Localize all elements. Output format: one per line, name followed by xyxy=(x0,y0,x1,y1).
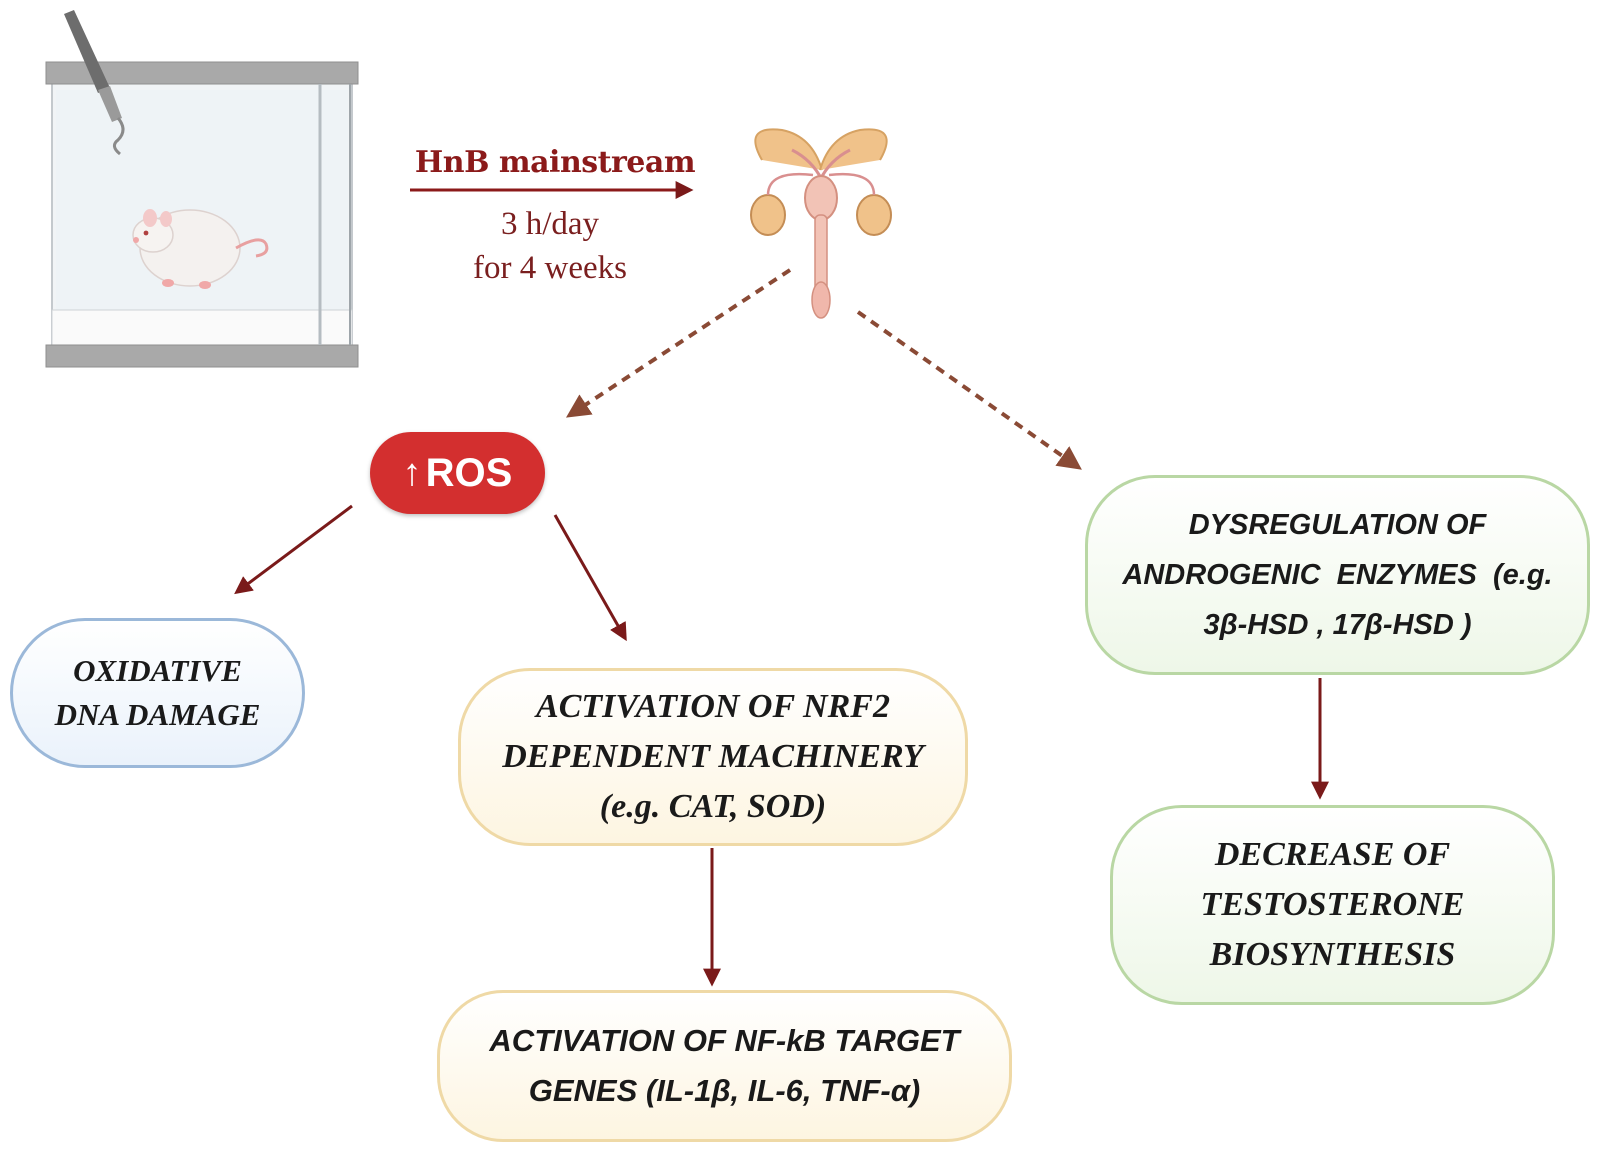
up-arrow-icon: ↑ xyxy=(402,451,422,494)
nfkb-activation-box: ACTIVATION OF NF-kB TARGET GENES (IL-1β,… xyxy=(437,990,1012,1142)
exposure-chamber-icon xyxy=(45,10,359,368)
andro-line-3: 3β-HSD , 17β-HSD ) xyxy=(1203,609,1472,641)
exposure-period: for 4 weeks xyxy=(473,250,627,286)
nrf2-activation-box: ACTIVATION OF NRF2 DEPENDENT MACHINERY (… xyxy=(458,668,968,846)
arrow-ros-to-dna xyxy=(234,504,353,595)
nfkb-line-1: ACTIVATION OF NF-kB TARGET xyxy=(489,1023,960,1058)
rat-icon xyxy=(132,209,269,289)
dashed-arrow-to-androgenic xyxy=(856,310,1082,470)
andro-line-2: ANDROGENIC ENZYMES (e.g. xyxy=(1122,559,1553,591)
testosterone-decrease-box: DECREASE OF TESTOSTERONE BIOSYNTHESIS xyxy=(1110,805,1555,1005)
nrf2-line-3: (e.g. CAT, SOD) xyxy=(599,788,827,825)
androgenic-enzymes-box: DYSREGULATION OF ANDROGENIC ENZYMES (e.g… xyxy=(1085,475,1590,675)
nfkb-line-2: GENES (IL-1β, IL-6, TNF-α) xyxy=(528,1073,921,1108)
testo-line-2: TESTOSTERONE xyxy=(1200,886,1465,923)
oxidative-dna-damage-box: OXIDATIVE DNA DAMAGE xyxy=(10,618,305,768)
ros-label: ROS xyxy=(425,450,513,495)
arrow-ros-to-nrf2 xyxy=(553,514,627,642)
andro-line-1: DYSREGULATION OF xyxy=(1188,509,1487,541)
nrf2-line-1: ACTIVATION OF NRF2 xyxy=(536,688,890,725)
dashed-arrow-to-ros xyxy=(565,268,792,418)
male-reproductive-system-icon xyxy=(750,128,892,319)
ros-node: ↑ ROS xyxy=(370,432,545,514)
dna-line-2: DNA DAMAGE xyxy=(54,697,261,732)
testo-line-3: BIOSYNTHESIS xyxy=(1209,936,1456,973)
nrf2-line-2: DEPENDENT MACHINERY xyxy=(502,738,924,775)
testo-line-1: DECREASE OF xyxy=(1214,836,1451,873)
exposure-title: HnB mainstream xyxy=(414,145,696,180)
dna-line-1: OXIDATIVE xyxy=(73,653,242,688)
exposure-duration: 3 h/day xyxy=(500,206,600,242)
